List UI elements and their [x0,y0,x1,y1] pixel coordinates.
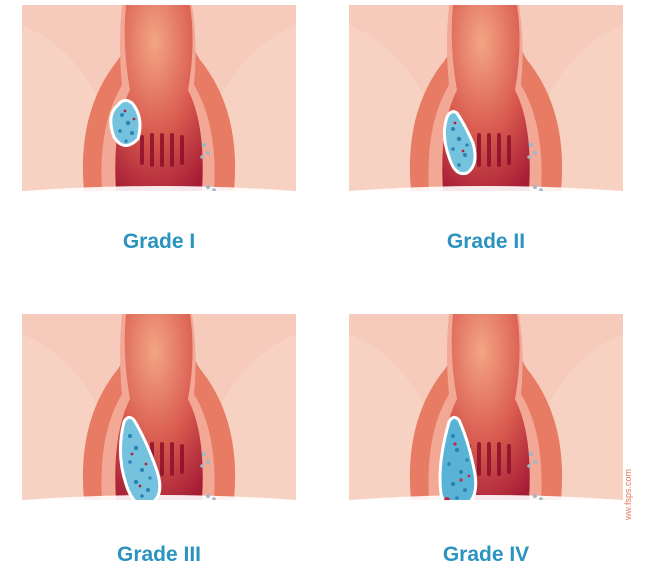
grade-label: Grade II [349,230,623,254]
watermark-text: ww.fsps.com [623,400,643,520]
rectal-lumen [115,5,202,191]
diagram-panel-grade-4 [349,314,623,500]
diagram-panel-grade-2 [349,5,623,191]
grade-label: Grade IV [349,543,623,567]
grade-label: Grade I [22,230,296,254]
anal-canal-illustration [22,5,296,191]
anal-canal-illustration [349,314,623,500]
diagram-panel-grade-1 [22,5,296,191]
hemorrhoid-shape [111,100,140,145]
grade-label: Grade III [22,543,296,567]
anal-canal-illustration [349,5,623,191]
anal-canal-illustration [22,314,296,500]
diagram-panel-grade-3 [22,314,296,500]
